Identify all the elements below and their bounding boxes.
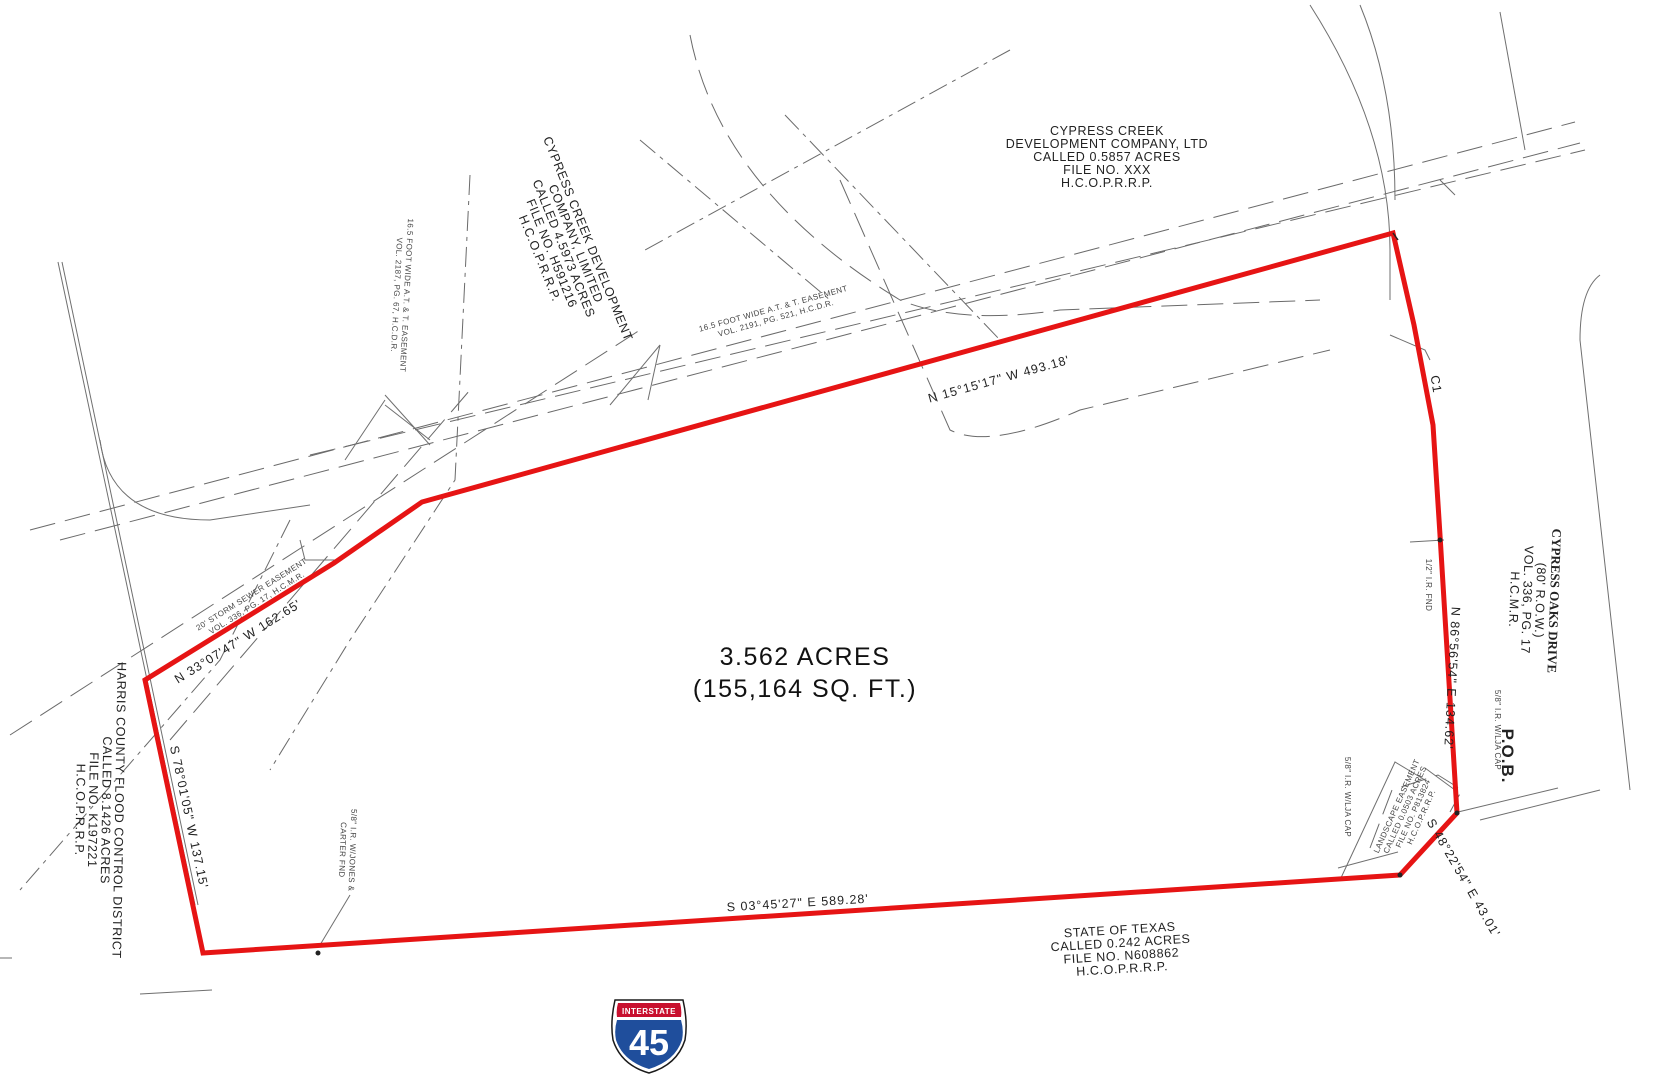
easement-landscape: LANDSCAPE EASEMENT CALLED 0.0503 ACRES F… [1372,758,1438,855]
parcel-northwest: CYPRESS CREEK DEVELOPMENT COMPANY, LIMIT… [516,135,635,344]
monument-dot [315,950,321,956]
monument-ir-east: 1/2" I.R. FND [1424,559,1433,612]
monument-ir-sw: 5/8" I.R. W/JONES & CARTER FND [337,809,359,892]
parcel-line: FILE NO. XXX [1063,163,1151,177]
road-line: H.C.M.R. [1506,571,1522,628]
monument-line: 5/8" I.R. W/JONES & [347,809,359,892]
shield-number: 45 [629,1022,669,1063]
road-name: CYPRESS OAKS DRIVE [1544,528,1564,673]
parcel-line: CALLED 8.1426 ACRES [98,736,115,884]
parcel-line: FILE NO. K197221 [85,752,101,867]
easement-line: 20' STORM SEWER EASEMENT [195,557,309,633]
monument-dot [1437,537,1443,543]
monument-ir-pob: 5/8" I.R. W/LJA CAP [1493,690,1502,770]
shield-top-text: INTERSTATE [622,1007,676,1016]
road-label: CYPRESS OAKS DRIVE (80' R.O.W.) VOL. 336… [1506,528,1564,673]
easement-att-west: 16.5 FOOT WIDE A.T. & T. EASEMENT VOL. 2… [389,218,415,372]
road-line: VOL. 336, PG. 17 [1518,546,1536,655]
parcel-west: HARRIS COUNTY FLOOD CONTROL DISTRICT CAL… [72,662,128,959]
parcel-north: CYPRESS CREEK DEVELOPMENT COMPANY, LTD C… [1006,124,1208,190]
tract-acreage: 3.562 ACRES [720,643,891,671]
monument-line: CARTER FND [337,822,348,878]
parcel-line: HARRIS COUNTY FLOOD CONTROL DISTRICT [109,662,128,959]
call-curve: C1 [1427,374,1444,394]
parcel-line: CALLED 0.5857 ACRES [1033,150,1181,164]
tract-area: (155,164 SQ. FT.) [693,675,917,703]
call-southeast: S 48°22'54" E 43.01' [1424,816,1503,939]
road-line: (80' R.O.W.) [1532,562,1549,638]
parcel-line: H.C.O.P.R.R.P. [1076,959,1169,979]
call-north: N 15°15'17" W 493.18' [927,353,1072,406]
parcel-line: CYPRESS CREEK [1050,124,1164,138]
easement-att-north: 16.5 FOOT WIDE A.T. & T. EASEMENT VOL. 2… [698,284,849,339]
parcel-line: STATE OF TEXAS [1063,920,1176,941]
parcel-south: STATE OF TEXAS CALLED 0.242 ACRES FILE N… [1050,920,1191,979]
interstate-45-shield-icon: INTERSTATE 45 [611,999,687,1074]
parcel-line: DEVELOPMENT COMPANY, LTD [1006,137,1208,151]
parcel-line: H.C.O.P.R.R.P. [1061,176,1153,190]
monument-dot [1397,872,1403,878]
pob-label: P.O.B. [1498,729,1517,784]
monument-ir-se: 5/8" I.R. W/LJA CAP [1343,757,1352,837]
parcel-line: H.C.O.P.R.R.P. [72,764,88,856]
monument-dot [1454,810,1460,816]
